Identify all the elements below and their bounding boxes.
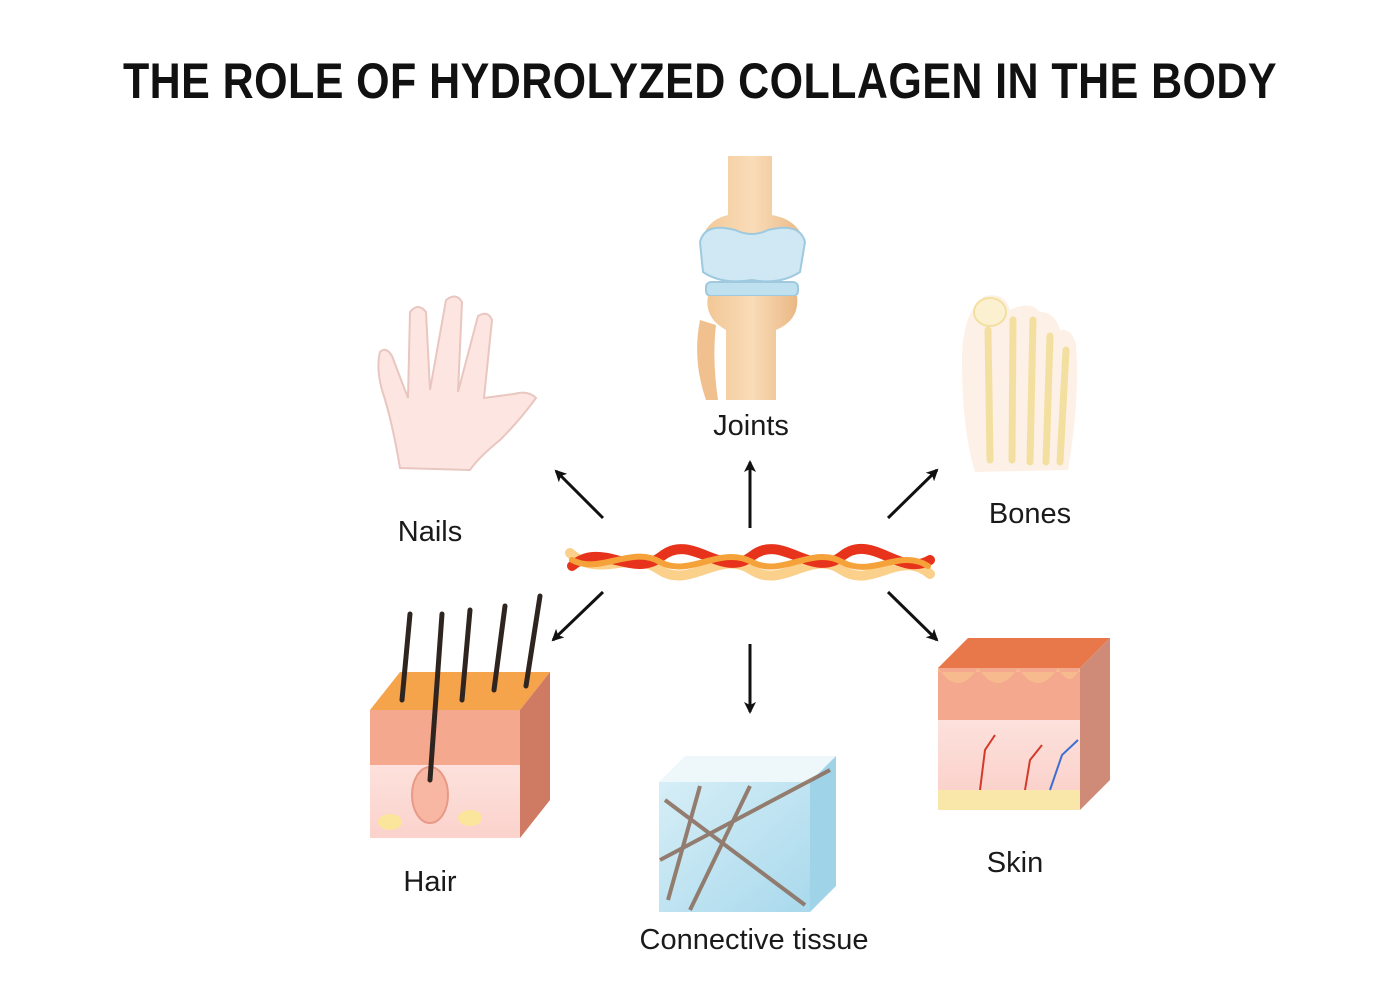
label-skin: Skin [986, 847, 1044, 879]
label-joints: Joints [713, 410, 789, 442]
collagen-fiber-icon [565, 544, 935, 581]
label-nails: Nails [397, 516, 463, 548]
hair-follicle-icon [370, 593, 550, 838]
diagram-title: THE ROLE OF HYDROLYZED COLLAGEN IN THE B… [122, 53, 1278, 109]
label-connective-tissue: Connective tissue [639, 924, 869, 956]
hand-icon [377, 295, 538, 472]
arrow-to-skin [886, 590, 939, 642]
label-hair: Hair [403, 866, 457, 898]
label-bones: Bones [988, 498, 1072, 530]
arrow-to-bones [886, 468, 939, 520]
knee-joint-icon [697, 156, 807, 400]
arrow-to-nails [554, 469, 605, 520]
skin-layers-icon [938, 638, 1110, 810]
connective-tissue-cube-icon [659, 756, 836, 912]
arrows [551, 460, 939, 714]
arrow-to-hair [551, 590, 605, 642]
foot-bones-icon [962, 295, 1077, 472]
